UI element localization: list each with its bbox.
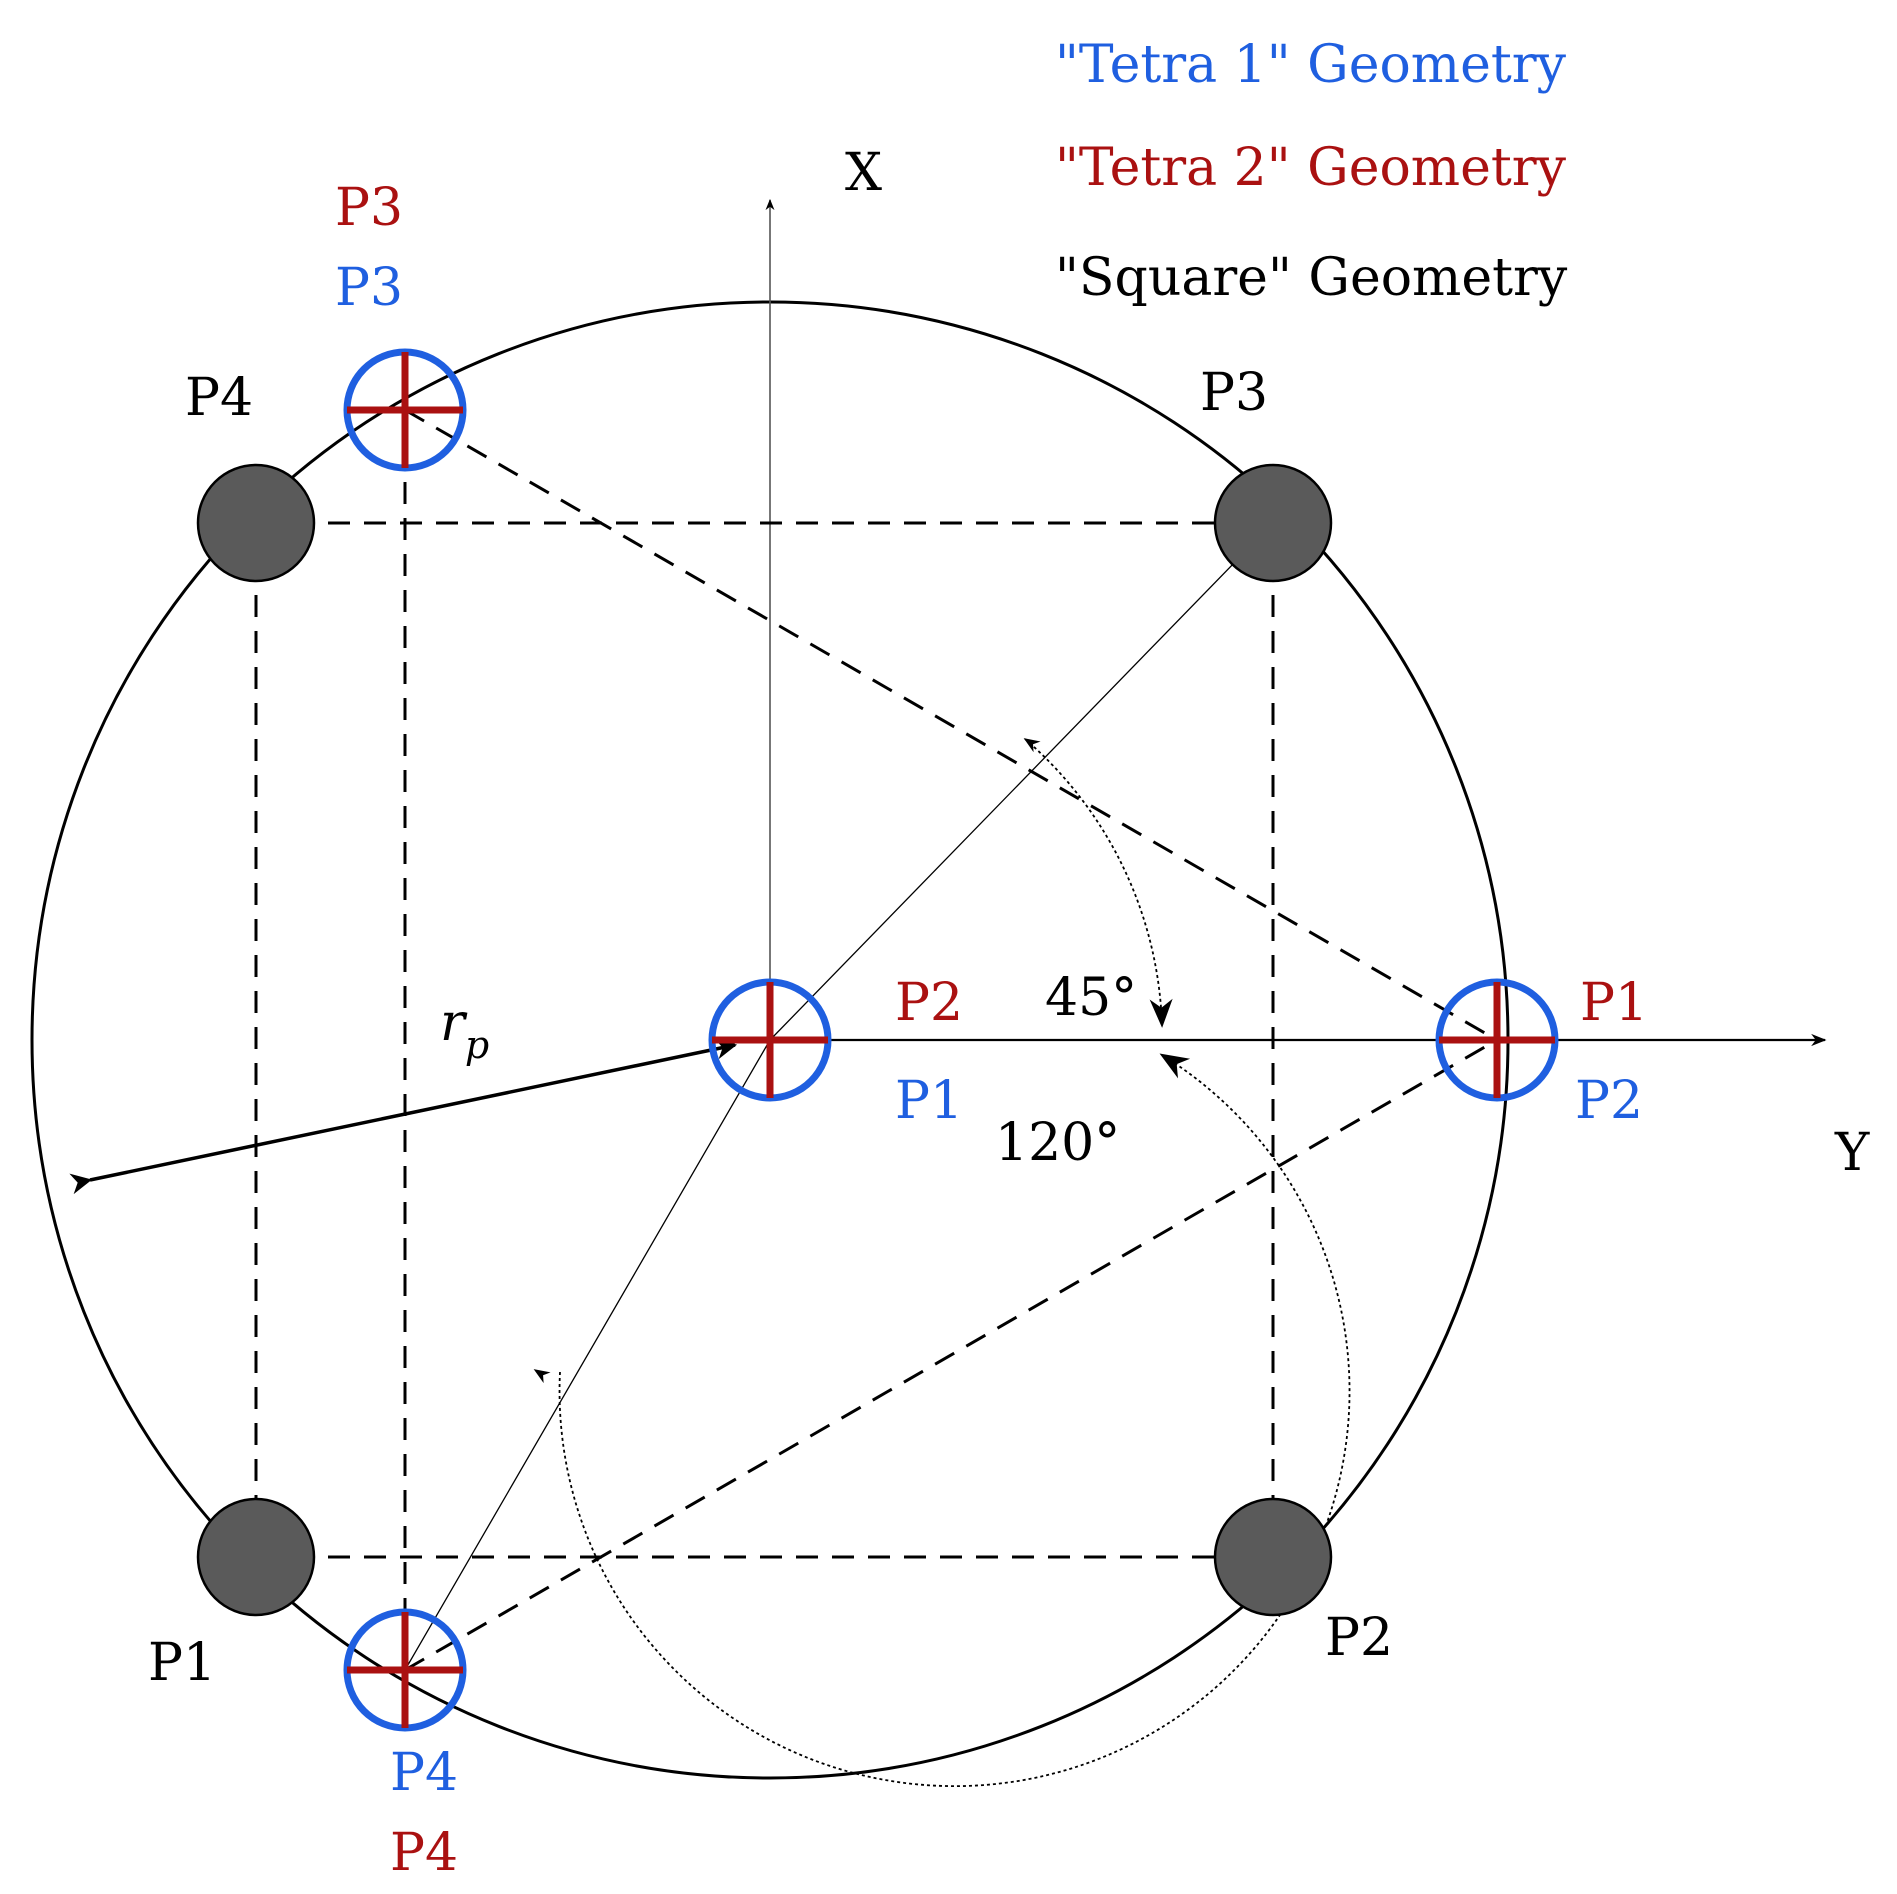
square-point-p3-marker [1213,463,1333,583]
square-point-markers [196,463,1333,1617]
legend-tetra2: "Tetra 2" Geometry [1055,138,1567,198]
tetra2-label-p1: P1 [1580,973,1648,1033]
square-label-p4: P4 [185,368,253,428]
angle-45-arc [1024,738,1173,1028]
tetra2-label-p2: P2 [895,973,963,1033]
radius-label: rp [440,993,489,1067]
tetra-marker-center [708,978,832,1102]
x-axis-label: X [845,143,882,203]
tetra2-label-p4: P4 [390,1823,458,1883]
tetra2-label-p3: P3 [335,178,403,238]
square-label-p2: P2 [1325,1608,1393,1668]
radius-arrow [69,1038,738,1195]
square-point-p2-marker [1213,1497,1333,1617]
y-axis-label: Y [1834,1123,1870,1183]
angle-45-label: 45° [1045,968,1137,1028]
tetra1-label-p1: P1 [895,1071,963,1131]
square-point-p4-marker [196,463,316,583]
tetra-marker-right [1435,978,1559,1102]
tetra1-label-p4: P4 [390,1743,458,1803]
radius-symbol: r [440,993,468,1053]
angle-120-label: 120° [995,1113,1120,1173]
radius-subscript: p [465,1023,489,1067]
tetra1-label-p3: P3 [335,258,403,318]
angle-120-arc [558,1053,1351,1788]
legend-tetra1: "Tetra 1" Geometry [1055,35,1567,95]
legend-square: "Square" Geometry [1055,248,1568,308]
square-label-p1: P1 [148,1633,216,1693]
radial-lines [404,522,1274,1671]
tetra1-label-p2: P2 [1575,1071,1643,1131]
tetra-marker-bottom-left [343,1608,467,1732]
square-point-p1-marker [196,1497,316,1617]
square-label-p3: P3 [1200,363,1268,423]
tetra-marker-top-left [343,348,467,472]
